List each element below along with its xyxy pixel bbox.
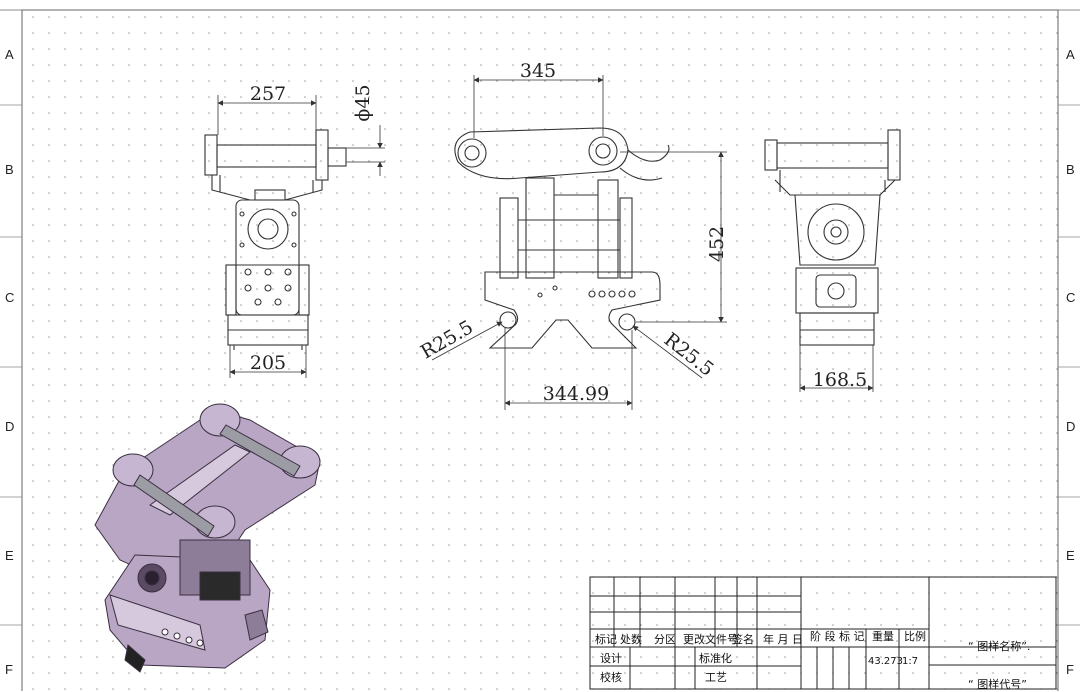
zone-label-c-right: C <box>1066 290 1076 305</box>
dim-344-99-label: 344.99 <box>543 383 609 405</box>
dim-452 <box>620 151 727 323</box>
tb-row-process: 工艺 <box>705 671 727 684</box>
zone-label-a-left: A <box>5 47 14 62</box>
tb-weight-label: 重量 <box>872 630 894 643</box>
dim-205-label: 205 <box>250 352 286 374</box>
zone-label-d-left: D <box>5 419 15 434</box>
zone-label-e-right: E <box>1066 548 1075 563</box>
tb-scale-value: 1:7 <box>902 656 919 667</box>
dim-phi45-label: ϕ45 <box>352 84 374 121</box>
front-view <box>204 129 347 350</box>
tb-drawing-code: “ 图样代号” <box>968 678 1027 691</box>
zone-label-f-right: F <box>1066 662 1074 677</box>
zone-label-f-left: F <box>5 662 13 677</box>
zone-label-a-right: A <box>1066 47 1075 62</box>
tb-row-design: 设计 <box>600 652 622 665</box>
dim-257-label: 257 <box>250 83 286 105</box>
title-block <box>589 576 1057 690</box>
side-view <box>454 127 670 349</box>
tb-scale-label: 比例 <box>904 630 926 643</box>
zone-label-c-left: C <box>5 290 15 305</box>
end-view <box>764 129 901 346</box>
tb-row-standardization: 标准化 <box>699 652 732 665</box>
tb-header-change-doc: 更改文件号 <box>683 633 738 646</box>
dim-205 <box>229 345 307 378</box>
zone-separators <box>0 104 1080 626</box>
zone-label-b-right: B <box>1066 162 1075 177</box>
zone-label-e-left: E <box>5 548 14 563</box>
dim-344-99 <box>504 328 633 410</box>
tb-weight-value: 43.273 <box>868 656 903 667</box>
dim-257 <box>217 95 317 135</box>
tb-header-mark: 标记 <box>595 633 617 646</box>
tb-stage-mark: 阶 段 标 记 <box>810 630 865 643</box>
isometric-view <box>94 403 321 673</box>
dim-345-label: 345 <box>520 60 556 82</box>
tb-header-count: 处数 <box>620 633 642 646</box>
dim-168-5-label: 168.5 <box>813 369 867 391</box>
dim-r25-right <box>632 325 703 379</box>
zone-label-b-left: B <box>5 162 14 177</box>
dim-r25-left <box>431 321 503 361</box>
dim-168-5 <box>799 345 874 392</box>
tb-header-zone: 分区 <box>654 633 676 646</box>
tb-header-date: 年 月 日 <box>763 633 803 646</box>
tb-drawing-name: “ 图样名称”. <box>968 640 1031 653</box>
dim-phi45 <box>346 125 385 176</box>
zone-label-d-right: D <box>1066 419 1076 434</box>
tb-row-check: 校核 <box>600 671 622 684</box>
dim-345 <box>473 75 604 138</box>
dim-452-label: 452 <box>706 226 728 262</box>
tb-header-signature: 签名 <box>732 633 754 646</box>
